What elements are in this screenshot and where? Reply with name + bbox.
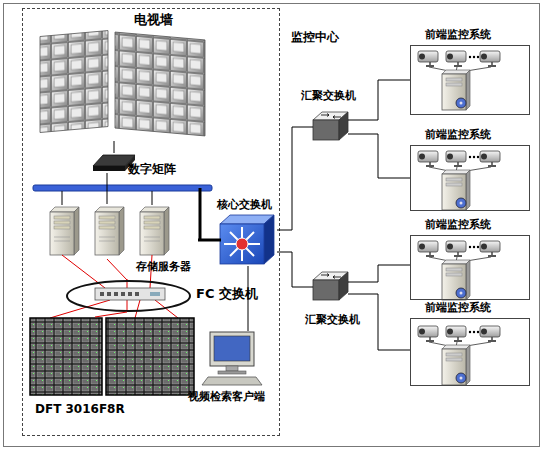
node-label: 电视墙 <box>134 13 173 28</box>
system-box: 前端监控系统 <box>410 318 530 386</box>
device-node: 视频检索客户端 <box>206 331 266 387</box>
network-link <box>348 134 410 178</box>
device-node: 存储服务器 <box>46 204 198 259</box>
node-label: 监控中心 <box>291 31 339 45</box>
disk-array-icons <box>30 318 194 395</box>
core-switch-icon <box>220 215 274 264</box>
node-label: 前端监控系统 <box>425 302 491 315</box>
device-node: FC 交换机 <box>66 280 191 312</box>
ellipse-outline <box>66 280 191 312</box>
network-link <box>198 239 221 242</box>
node-label: 汇聚交换机 <box>301 90 356 103</box>
node-label: 存储服务器 <box>136 261 191 274</box>
node-label: 前端监控系统 <box>425 219 491 232</box>
network-link <box>95 312 127 317</box>
aggregation-switch-icons <box>313 112 348 300</box>
network-link <box>348 80 410 120</box>
node-label: 核心交换机 <box>217 199 272 212</box>
network-link <box>277 252 313 287</box>
outer-frame <box>4 4 540 447</box>
device-node: 汇聚交换机 <box>313 272 348 302</box>
node-label: 前端监控系统 <box>425 129 491 142</box>
node-label: FC 交换机 <box>196 287 258 302</box>
node-label: 数字矩阵 <box>128 163 176 177</box>
system-box: 前端监控系统 <box>410 45 530 115</box>
network-link <box>107 259 127 280</box>
network-link <box>277 127 313 230</box>
node-label: 视频检索客户端 <box>188 391 265 404</box>
node-label: 汇聚交换机 <box>305 314 360 327</box>
node-label: 前端监控系统 <box>425 29 491 42</box>
network-link <box>248 266 249 331</box>
device-node: 汇聚交换机 <box>313 112 348 142</box>
fc-switch-device <box>95 288 165 300</box>
device-node: 数字矩阵 <box>94 153 136 173</box>
front-end-icons <box>418 51 500 385</box>
network-link <box>348 265 410 282</box>
network-link <box>114 141 115 153</box>
client-computer-icon <box>202 332 262 385</box>
device-node: 电视墙 <box>36 13 214 141</box>
tv-wall <box>40 31 205 136</box>
device-node: DFT 3016F8R <box>29 317 199 397</box>
device-node: 核心交换机 <box>221 216 277 266</box>
system-box: 前端监控系统 <box>410 235 530 300</box>
storage-server-icons <box>50 207 169 255</box>
system-box: 前端监控系统 <box>410 145 530 211</box>
zone-box: 监控中心电视墙数字矩阵存储服务器FC 交换机DFT 3016F8R核心交换机视频… <box>22 8 280 436</box>
network-link <box>107 173 108 204</box>
node-label: DFT 3016F8R <box>35 403 125 417</box>
network-link <box>348 294 410 350</box>
ellipse-shape <box>67 281 190 311</box>
